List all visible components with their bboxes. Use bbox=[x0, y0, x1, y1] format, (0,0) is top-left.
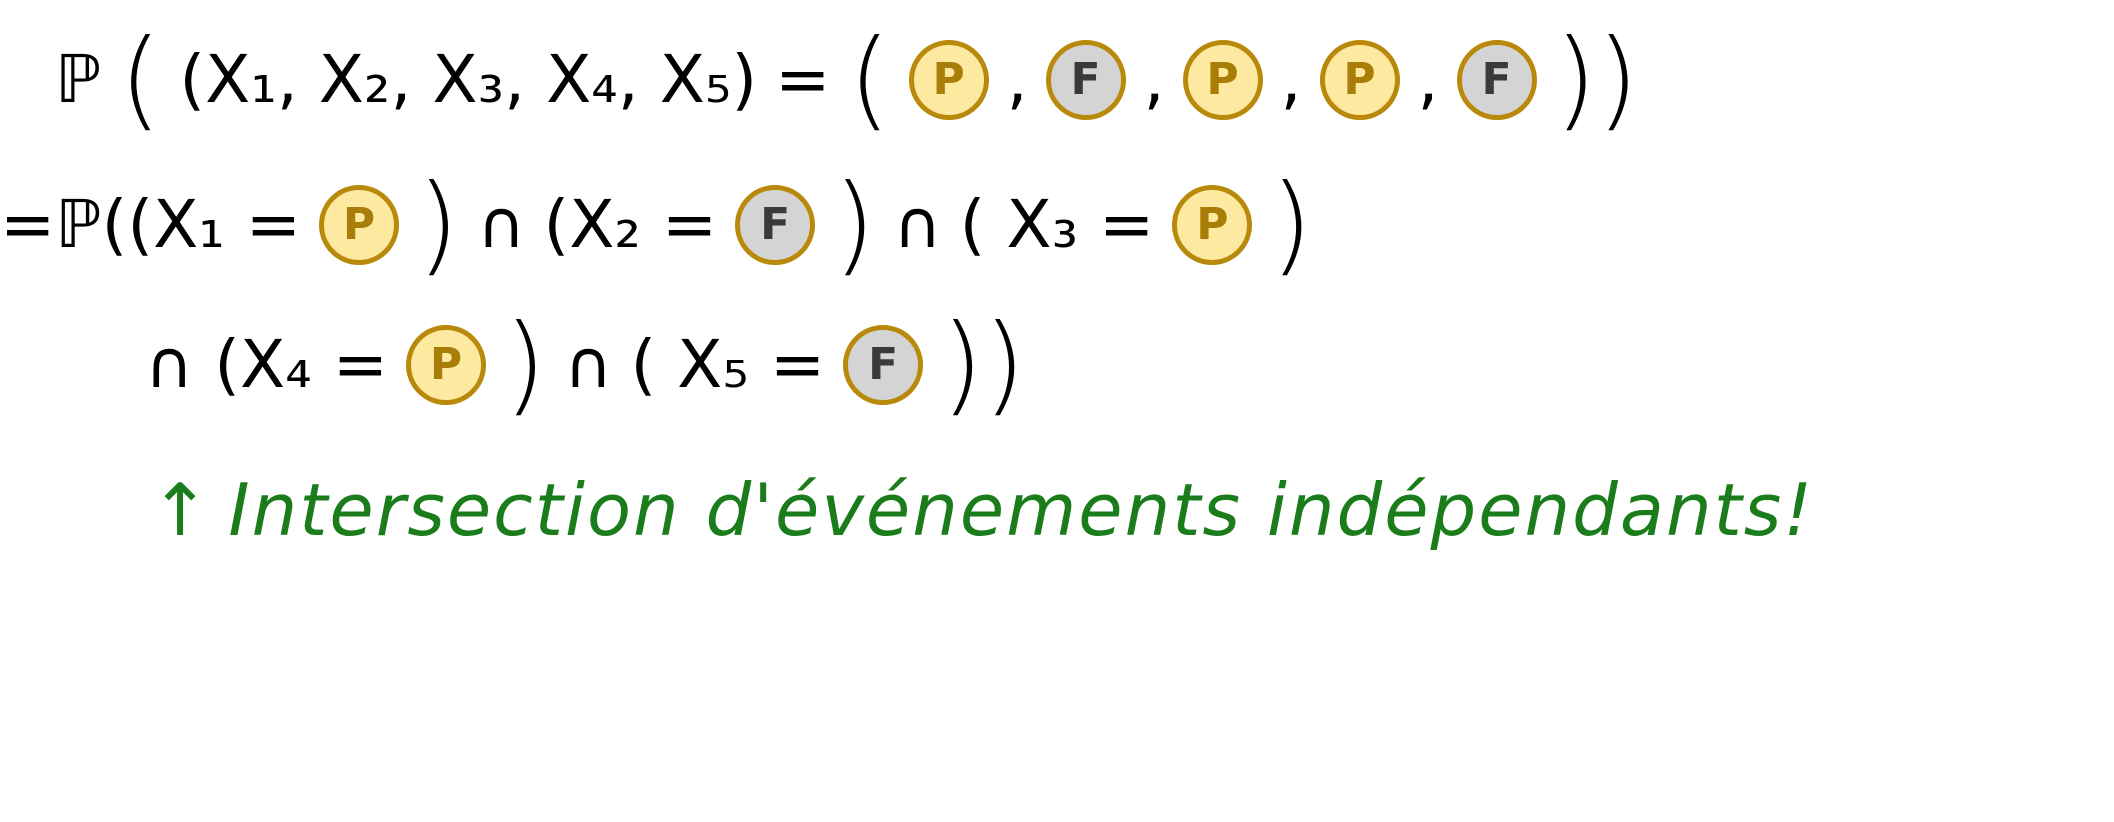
equals-sign: = bbox=[775, 41, 831, 118]
probability-symbol: ℙ bbox=[55, 41, 102, 118]
event-x4: ∩ (X₄ = bbox=[145, 326, 388, 403]
coin-pile: P bbox=[1172, 185, 1253, 265]
coin-face: F bbox=[1045, 40, 1126, 120]
coin-pile: P bbox=[1319, 40, 1400, 120]
comma: , bbox=[1006, 41, 1028, 118]
annotation-row: ↑ Intersection d'événements indépendants… bbox=[150, 450, 1814, 570]
event-x2: (X₂ = bbox=[543, 186, 718, 263]
intersection-symbol: ∩ bbox=[564, 326, 613, 403]
open-paren: ( bbox=[848, 17, 891, 142]
open-paren: ( bbox=[119, 17, 162, 142]
close-paren: ) bbox=[1270, 162, 1313, 287]
arrow-up-icon: ↑ bbox=[150, 468, 211, 552]
annotation-text: Intersection d'événements indépendants! bbox=[228, 468, 1815, 552]
equation-row-1: ℙ ( (X₁, X₂, X₃, X₄, X₅) = ( P , F , P ,… bbox=[55, 20, 1639, 140]
close-paren: ) bbox=[417, 162, 460, 287]
close-parens: )) bbox=[941, 302, 1026, 427]
equation-row-3: ∩ (X₄ = P ) ∩ ( X₅ = F )) bbox=[145, 305, 1025, 425]
coin-pile: P bbox=[1182, 40, 1263, 120]
event-x3: ( X₃ = bbox=[959, 186, 1155, 263]
random-vector: (X₁, X₂, X₃, X₄, X₅) bbox=[179, 41, 758, 118]
coin-pile: P bbox=[406, 325, 486, 405]
comma: , bbox=[1280, 41, 1302, 118]
coin-face: F bbox=[735, 185, 816, 265]
comma: , bbox=[1417, 41, 1439, 118]
close-paren: ) bbox=[833, 162, 876, 287]
coin-pile: P bbox=[908, 40, 989, 120]
equation-row-2: =ℙ((X₁ = P ) ∩ (X₂ = F ) ∩ ( X₃ = P ) bbox=[0, 165, 1312, 285]
intersection-prefix: =ℙ((X₁ = bbox=[0, 186, 302, 263]
close-parens: )) bbox=[1554, 17, 1639, 142]
close-paren: ) bbox=[504, 302, 547, 427]
coin-pile: P bbox=[319, 185, 400, 265]
comma: , bbox=[1143, 41, 1165, 118]
intersection-symbol: ∩ bbox=[477, 186, 526, 263]
coin-face: F bbox=[1456, 40, 1537, 120]
event-x5: ( X₅ = bbox=[630, 326, 826, 403]
intersection-symbol: ∩ bbox=[893, 186, 942, 263]
coin-face: F bbox=[843, 325, 924, 405]
